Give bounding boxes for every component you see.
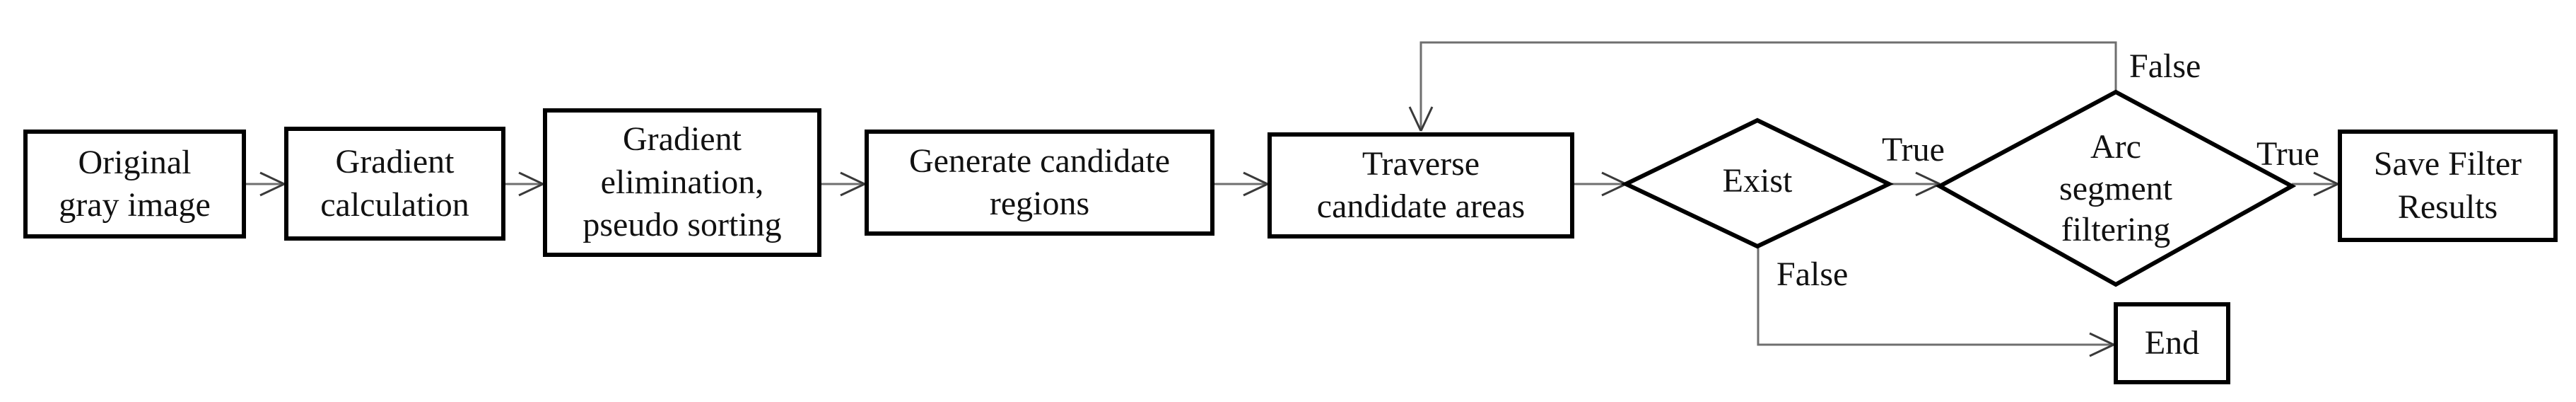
edge-label-false-exist: False: [1776, 255, 1849, 293]
arrowhead-into-save: [2313, 171, 2338, 197]
arrowhead-into-regions: [840, 171, 865, 197]
arrow-arc-false-feedback-line: [1419, 41, 2117, 131]
arrowhead-into-traverse-top: [1408, 106, 1434, 132]
node-generate-candidate-regions: Generate candidate regions: [865, 130, 1214, 236]
edge-label-false-arc: False: [2129, 47, 2201, 85]
node-gradient-calculation: Gradient calculation: [284, 127, 505, 241]
node-original-gray-image: Original gray image: [23, 130, 246, 239]
node-traverse-candidate-areas: Traverse candidate areas: [1267, 132, 1574, 239]
arrowhead-into-elimination: [518, 171, 544, 197]
decision-exist-shape: [1621, 117, 1894, 249]
arrowhead-into-gradient: [259, 171, 285, 197]
node-gradient-elimination: Gradient elimination, pseudo sorting: [543, 108, 821, 257]
node-save-filter-results: Save Filter Results: [2338, 130, 2558, 242]
edge-label-true-exist: True: [1882, 131, 1945, 168]
edge-label-true-arc: True: [2256, 135, 2319, 173]
arrow-exist-false-line: [1757, 246, 2114, 346]
arrowhead-into-exist: [1601, 171, 1627, 197]
arrowhead-into-traverse: [1243, 171, 1268, 197]
node-end: End: [2114, 302, 2230, 384]
decision-arc-filtering-shape: [1935, 89, 2297, 287]
arrowhead-into-end: [2089, 332, 2114, 357]
